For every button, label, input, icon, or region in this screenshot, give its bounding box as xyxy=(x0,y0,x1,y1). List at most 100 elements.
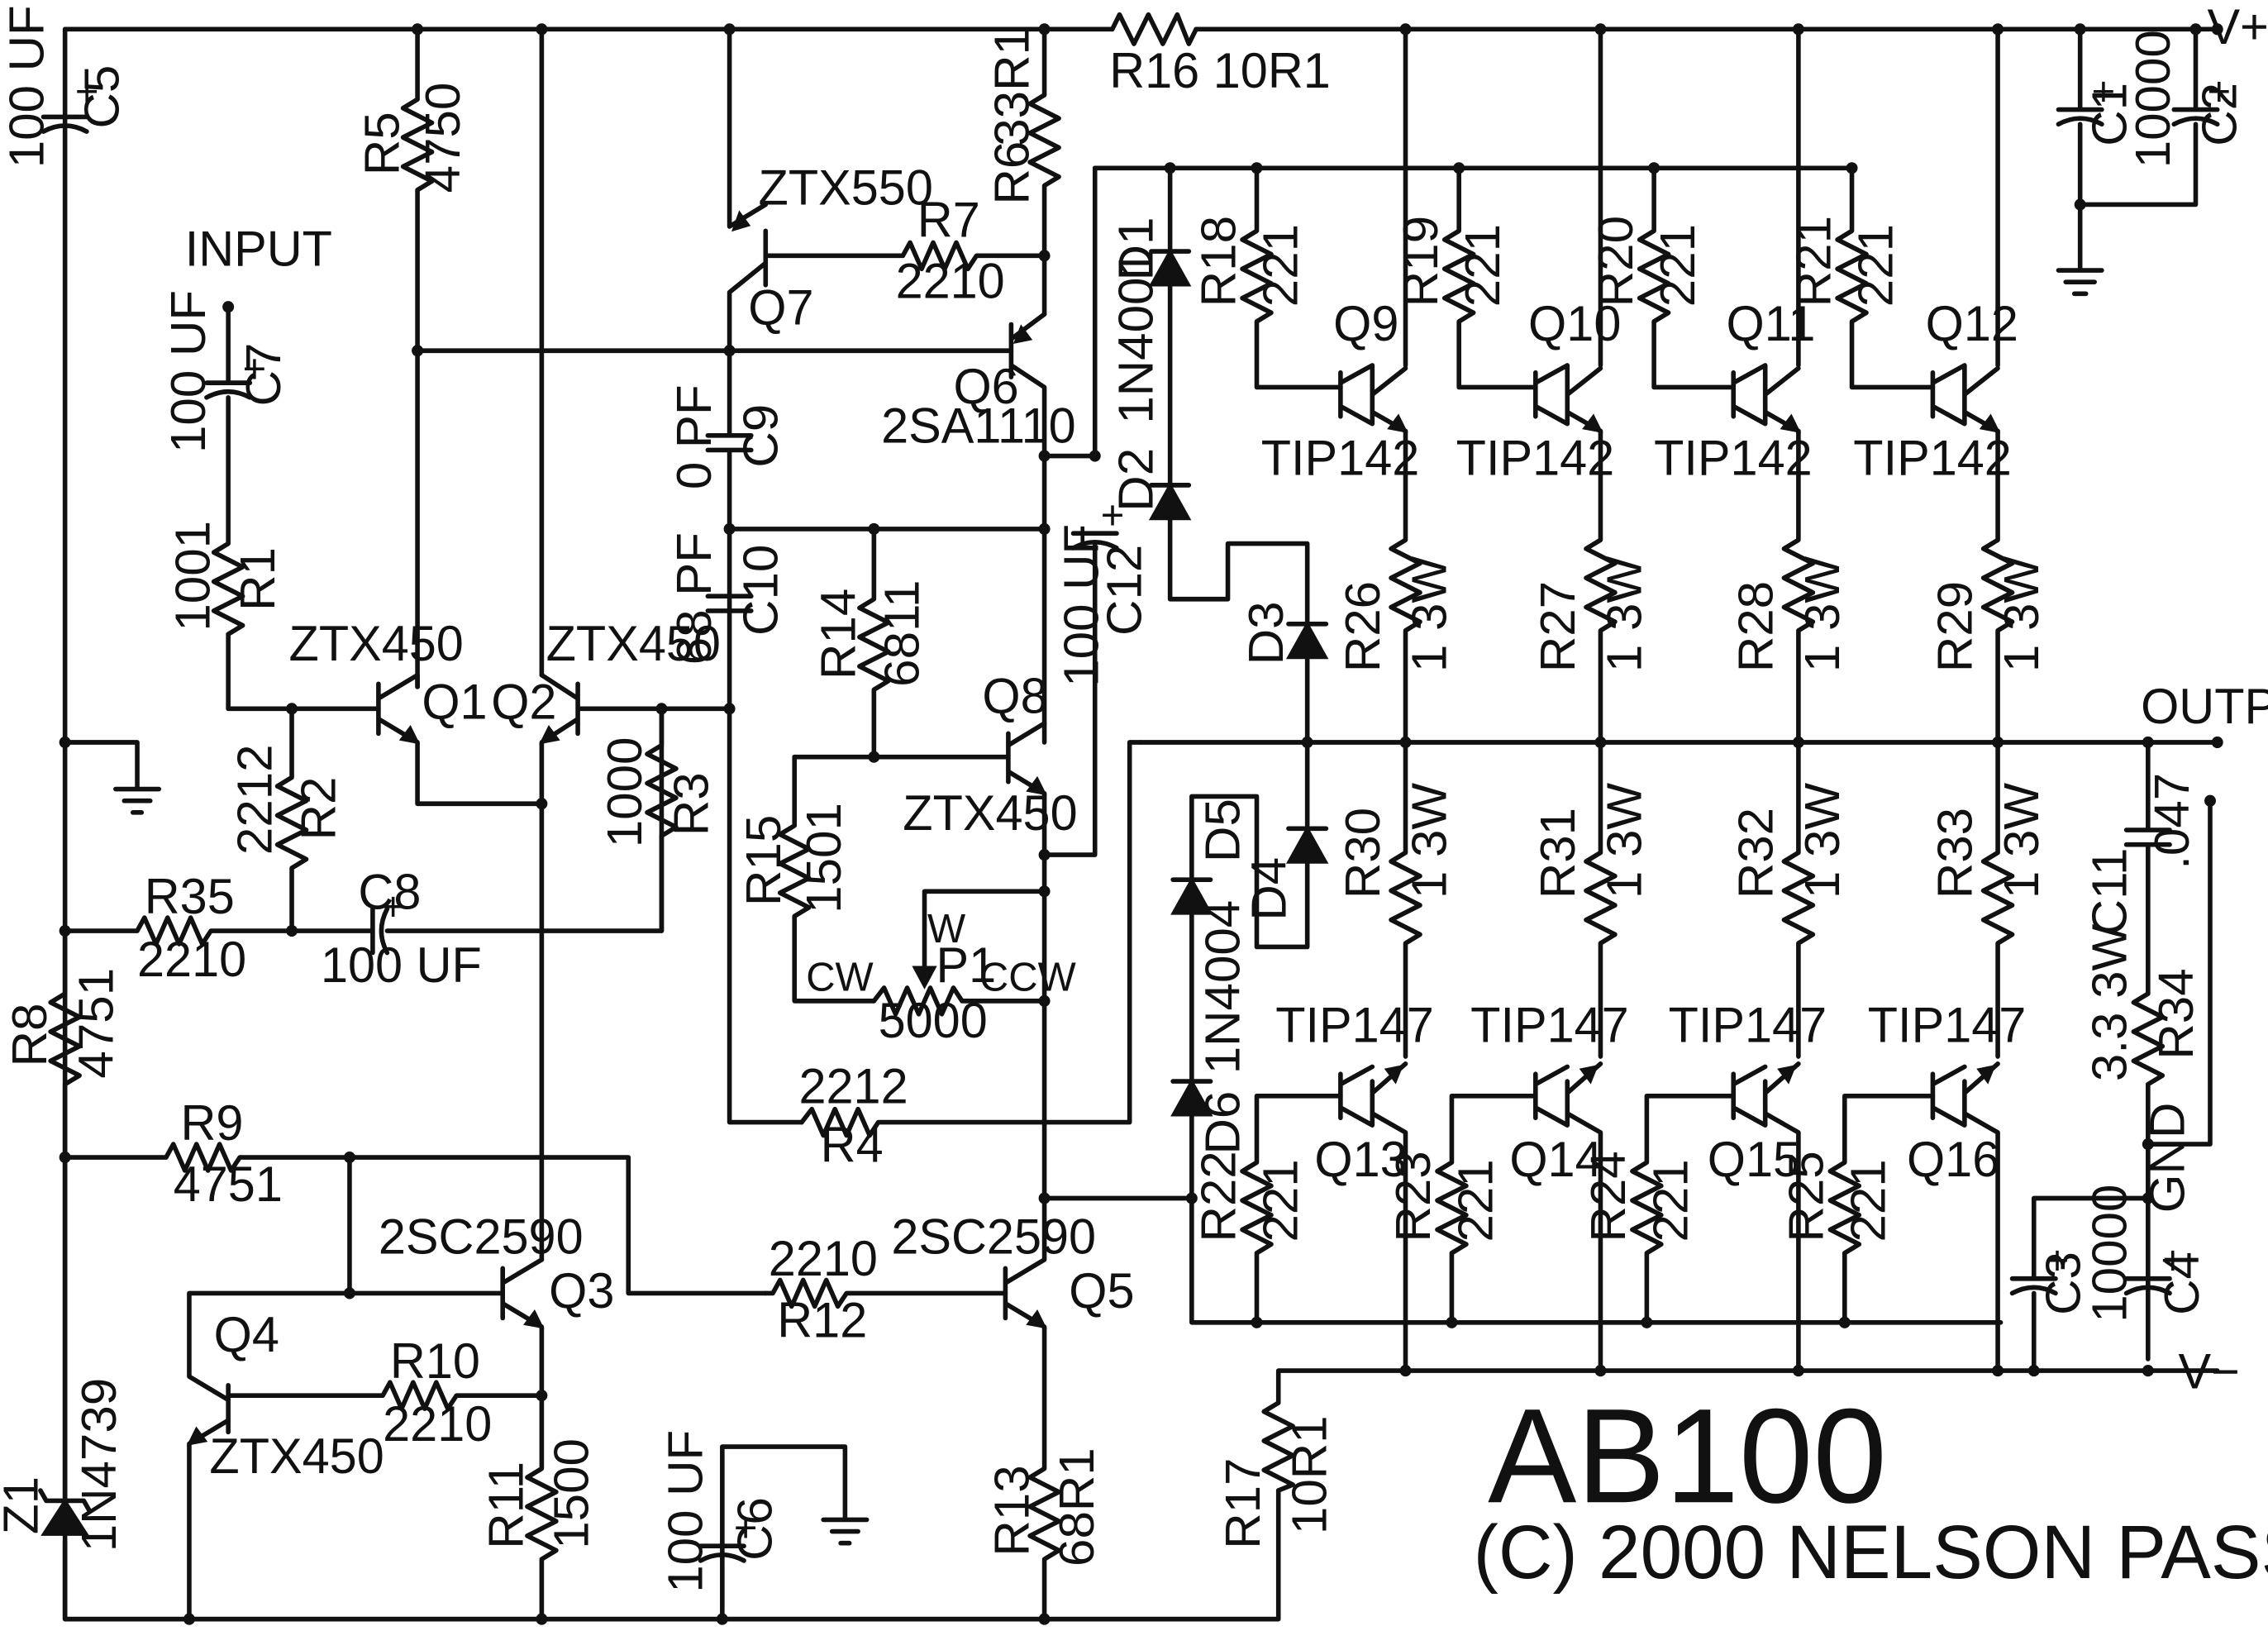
resistor-r4: 2212 R4 xyxy=(798,740,1144,1172)
svg-text:R5: R5 xyxy=(355,112,410,175)
output-stage-mark xyxy=(1441,165,1538,390)
output-stage-mark xyxy=(1792,1365,1804,1377)
svg-text:6811: 6811 xyxy=(874,580,930,687)
svg-text:Q8: Q8 xyxy=(982,668,1047,723)
svg-text:CW: CW xyxy=(806,954,874,999)
output-stage-mark xyxy=(1930,363,2000,434)
svg-text:R14: R14 xyxy=(811,589,866,680)
output-stage-mark xyxy=(1594,23,1607,36)
label-c5: 100 UF xyxy=(0,5,54,168)
output-stage-mark xyxy=(1384,1065,1404,1085)
svg-text:1000: 1000 xyxy=(597,737,652,848)
svg-text:C12: C12 xyxy=(1097,545,1152,636)
svg-text:D6: D6 xyxy=(1195,1091,1251,1155)
svg-text:INPUT: INPUT xyxy=(185,221,332,276)
output-stage-label: R25 xyxy=(1779,1151,1834,1242)
svg-text:100 UF: 100 UF xyxy=(321,937,482,993)
svg-text:R13: R13 xyxy=(984,1465,1040,1556)
resistor-r14: R14 6811 xyxy=(811,527,930,763)
transistor-q8: Q8 ZTX450 xyxy=(792,541,1098,898)
resistor-r10: R10 2210 xyxy=(226,1333,545,1452)
output-stage-label: R23 xyxy=(1386,1151,1441,1242)
output-stage-mark xyxy=(1387,413,1408,433)
svg-text:2SC2590: 2SC2590 xyxy=(379,1209,584,1264)
transistor-q5: 2SC2590 Q5 R13 68R1 xyxy=(891,1195,1135,1625)
diode-d5: D5 1N4004 xyxy=(1170,799,1250,1081)
svg-text:R2: R2 xyxy=(291,777,346,841)
output-stage-mark xyxy=(1240,1093,1343,1325)
output-stage-label: TIP147 xyxy=(1275,997,1434,1052)
resistor-r15: R15 1501 xyxy=(736,754,877,1004)
svg-text:C9: C9 xyxy=(733,404,789,468)
svg-text:2210: 2210 xyxy=(769,1231,878,1286)
svg-text:R12: R12 xyxy=(777,1292,867,1347)
output-stage-mark xyxy=(1399,1365,1412,1377)
resistor-r6: R6 33R1 xyxy=(984,23,1061,317)
output-stage-label: Q9 xyxy=(1333,296,1398,351)
output-stage-mark xyxy=(1584,740,1618,1059)
svg-text:2SA1110: 2SA1110 xyxy=(881,398,1076,453)
diode-d1: D1 1N4001 xyxy=(1108,162,1310,624)
output-stage-label: TIP147 xyxy=(1470,997,1629,1052)
output-stage-label: 1 3W xyxy=(1597,782,1652,899)
capacitor-c10: 68 PF C10 xyxy=(666,522,1051,1125)
svg-text:0 PF: 0 PF xyxy=(666,384,722,489)
capacitor-c5: + 100 UF C5 xyxy=(0,5,129,168)
output-stage-label: R18 xyxy=(1191,216,1246,307)
capacitor-c6: + 100 UF C6 xyxy=(658,1430,870,1625)
svg-text:+: + xyxy=(2046,1238,2070,1283)
output-stage-mark xyxy=(1338,363,1408,434)
svg-text:C4: C4 xyxy=(2154,1252,2209,1315)
svg-text:2210: 2210 xyxy=(383,1396,492,1452)
svg-text:R6: R6 xyxy=(984,141,1040,205)
output-stage-label: 221 xyxy=(1841,1159,1896,1242)
resistor-r12: 2210 R12 xyxy=(763,1231,1008,1348)
svg-text:10R1: 10R1 xyxy=(1282,1415,1337,1534)
output-stage-label: 1 3W xyxy=(1994,556,2049,672)
resistor-r2: 2212 R2 xyxy=(227,706,346,937)
svg-text:4751: 4751 xyxy=(174,1156,283,1212)
svg-text:R3: R3 xyxy=(664,772,719,836)
output-stage-mark xyxy=(1446,1316,1458,1328)
svg-text:+: + xyxy=(2161,1238,2185,1283)
resistor-r16: R16 10R1 xyxy=(1109,12,1331,98)
output-stage-mark xyxy=(1399,23,1412,36)
diode-d6: D6 xyxy=(1170,1078,2004,1325)
svg-text:5000: 5000 xyxy=(879,993,988,1048)
svg-text:Q1: Q1 xyxy=(422,674,487,729)
output-stage-label: R31 xyxy=(1530,808,1585,899)
output-stage-label: R20 xyxy=(1588,216,1643,307)
output-stage-label: R30 xyxy=(1335,808,1390,899)
svg-text:Q2: Q2 xyxy=(491,674,556,729)
svg-text:+: + xyxy=(2207,69,2231,114)
svg-text:ZTX550: ZTX550 xyxy=(759,160,933,215)
transistor-q4: Q4 ZTX450 xyxy=(183,1290,384,1625)
transistor-q2-collector-wire xyxy=(536,23,548,1262)
svg-text:+: + xyxy=(381,884,405,929)
svg-text:R17: R17 xyxy=(1215,1458,1270,1549)
svg-text:W: W xyxy=(927,906,966,951)
output-stage-mark xyxy=(1980,428,2015,745)
output-stage-label: Q11 xyxy=(1727,296,1816,351)
ground-left xyxy=(59,736,162,815)
output-stage-mark xyxy=(1582,413,1603,433)
output-stage-label: TIP142 xyxy=(1853,430,2012,485)
output-stage-mark xyxy=(1792,23,1804,36)
output-stage-mark xyxy=(1533,363,1603,434)
output-stage-mark xyxy=(1579,1065,1599,1085)
svg-text:Q5: Q5 xyxy=(1069,1263,1134,1319)
output-stage-label: TIP142 xyxy=(1261,430,1420,485)
output-stage-label: Q14 xyxy=(1509,1132,1602,1187)
svg-text:10000: 10000 xyxy=(2125,30,2180,168)
schematic-title: AB100 xyxy=(1488,1381,1887,1531)
output-stage-label: 221 xyxy=(1455,224,1510,307)
capacitor-c4: + 10000 C4 xyxy=(2082,1185,2209,1377)
svg-text:2212: 2212 xyxy=(227,744,283,855)
svg-text:Z1: Z1 xyxy=(0,1476,48,1534)
svg-text:R15: R15 xyxy=(736,815,791,906)
svg-text:33R1: 33R1 xyxy=(984,27,1040,146)
svg-text:1501: 1501 xyxy=(796,803,851,913)
svg-text:ZTX450: ZTX450 xyxy=(903,785,1077,841)
svg-text:C5: C5 xyxy=(74,65,130,129)
